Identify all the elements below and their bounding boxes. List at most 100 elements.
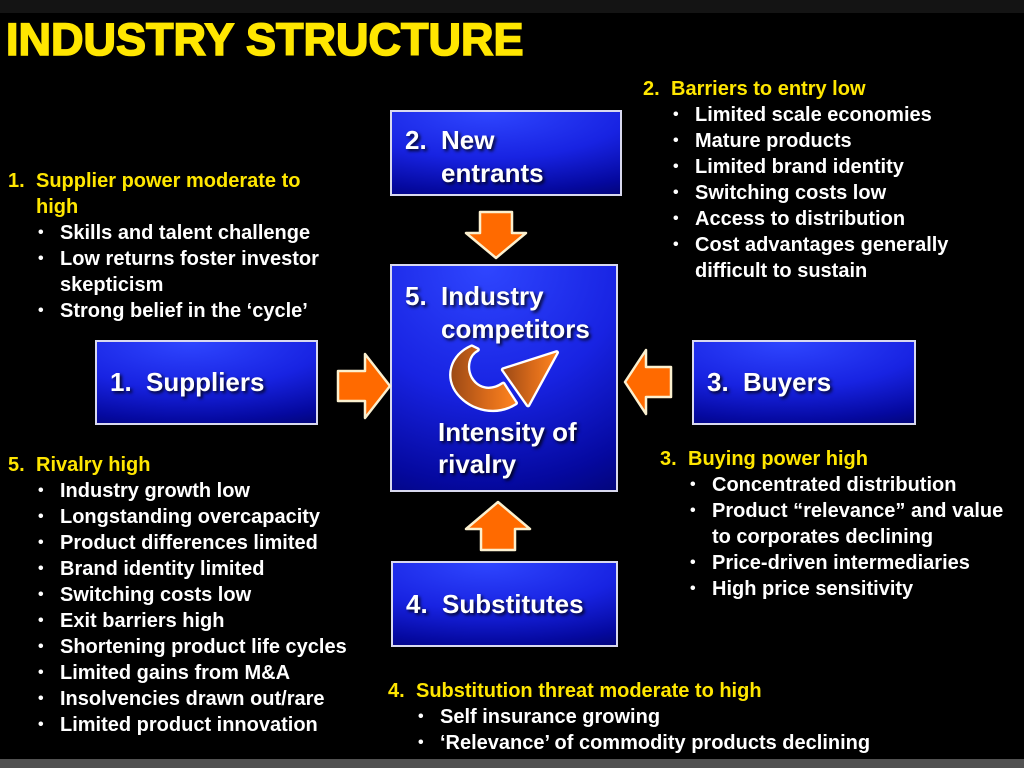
- list-item-text: Strong belief in the ‘cycle’: [60, 300, 308, 322]
- box-number: 4.: [406, 588, 428, 619]
- list-item-text: Limited product innovation: [60, 714, 318, 736]
- note-rivalry: 5. Rivalry high •Industry growth low •Lo…: [8, 452, 348, 738]
- bullet-icon: •: [38, 250, 44, 267]
- list-item-text: Switching costs low: [60, 584, 252, 606]
- box-suppliers: 1. Suppliers: [95, 340, 318, 425]
- list-item-text: Shortening product life cycles: [60, 636, 347, 658]
- list-item: • Switching costs low: [38, 582, 348, 608]
- arrow-left-icon: [623, 347, 673, 417]
- bullet-icon: •: [38, 612, 44, 629]
- note-substitution-threat: 4. Substitution threat moderate to high …: [388, 678, 1000, 756]
- note-heading-row: 4. Substitution threat moderate to high: [388, 678, 1000, 704]
- arrow-down-icon: [464, 210, 528, 260]
- list-item-text: Access to distribution: [695, 208, 906, 230]
- box-substitutes: 4. Substitutes: [391, 561, 618, 647]
- list-item: • Strong belief in the ‘cycle’: [38, 298, 330, 324]
- box-number: 5.: [405, 281, 427, 311]
- list-item: • Shortening product life cycles: [38, 634, 348, 660]
- box-label-text: Industry competitors: [441, 281, 590, 344]
- bullet-icon: •: [38, 508, 44, 525]
- bullet-icon: •: [38, 638, 44, 655]
- list-item-text: Low returns foster investor skepticism: [60, 248, 319, 296]
- box-label: 3. Buyers: [694, 366, 831, 399]
- note-heading: Barriers to entry low: [671, 78, 866, 100]
- note-heading: Substitution threat moderate to high: [416, 680, 762, 702]
- curved-rivalry-arrow-icon: [446, 342, 570, 422]
- list-item: • Low returns foster investor skepticism: [38, 246, 330, 298]
- list-item-text: Cost advantages generally difficult to s…: [695, 234, 949, 282]
- list-item-text: Limited gains from M&A: [60, 662, 291, 684]
- note-heading-row: 2. Barriers to entry low: [643, 76, 1003, 102]
- list-item-text: Brand identity limited: [60, 558, 265, 580]
- note-number: 3.: [660, 448, 677, 470]
- list-item: • Skills and talent challenge: [38, 220, 330, 246]
- box-label: 4. Substitutes: [393, 588, 584, 621]
- list-item: • Longstanding overcapacity: [38, 504, 348, 530]
- list-item-text: Self insurance growing: [440, 706, 661, 728]
- list-item-text: Switching costs low: [695, 182, 887, 204]
- note-buying-power: 3. Buying power high •Concentrated distr…: [660, 446, 1020, 602]
- box-label: 5. Industry competitors: [392, 266, 616, 346]
- slide-title: INDUSTRY STRUCTURE: [5, 13, 524, 66]
- list-item: •Limited scale economies: [673, 102, 1003, 128]
- bottom-letterbox-strip: [0, 759, 1024, 768]
- note-heading: Buying power high: [688, 448, 868, 470]
- box-label: 1. Suppliers: [97, 366, 264, 399]
- bullet-icon: •: [690, 580, 696, 597]
- bullet-icon: •: [38, 586, 44, 603]
- list-item: •Industry growth low: [38, 478, 348, 504]
- list-item: • Brand identity limited: [38, 556, 348, 582]
- list-item: •Concentrated distribution: [690, 472, 1020, 498]
- bullet-icon: •: [38, 690, 44, 707]
- note-number: 4.: [388, 680, 405, 702]
- bullet-icon: •: [673, 184, 679, 201]
- list-item-text: Longstanding overcapacity: [60, 506, 321, 528]
- bullet-icon: •: [38, 560, 44, 577]
- bullet-icon: •: [418, 734, 424, 751]
- list-item: •Limited brand identity: [673, 154, 1003, 180]
- box-label-text: Suppliers: [146, 367, 265, 397]
- bullet-icon: •: [38, 302, 44, 319]
- list-item: •‘Relevance’ of commodity products decli…: [418, 730, 1000, 756]
- list-item-text: Insolvencies drawn out/rare: [60, 688, 325, 710]
- box-number: 2.: [405, 125, 427, 155]
- arrow-up-icon: [464, 500, 532, 552]
- note-heading-row: 5. Rivalry high: [8, 452, 348, 478]
- bullet-icon: •: [690, 502, 696, 519]
- box-new-entrants: 2. New entrants: [390, 110, 622, 196]
- bullet-icon: •: [673, 236, 679, 253]
- list-item-text: High price sensitivity: [712, 578, 914, 600]
- bullet-icon: •: [673, 158, 679, 175]
- box-number: 1.: [110, 367, 132, 397]
- list-item-text: Mature products: [695, 130, 852, 152]
- note-heading: Rivalry high: [36, 454, 151, 476]
- top-letterbox-strip: [0, 0, 1024, 13]
- box-sublabel-text: Intensity of rivalry: [438, 417, 577, 479]
- bullet-icon: •: [673, 210, 679, 227]
- list-item: • Mature products: [673, 128, 1003, 154]
- bullet-icon: •: [38, 224, 44, 241]
- note-supplier-power: 1. Supplier power moderate to high • Skil…: [8, 168, 330, 324]
- note-barriers-to-entry: 2. Barriers to entry low •Limited scale …: [643, 76, 1003, 284]
- note-number: 1.: [8, 170, 25, 192]
- list-item: •Self insurance growing: [418, 704, 1000, 730]
- note-heading-row: 1. Supplier power moderate to high: [8, 168, 330, 220]
- list-item: •Product “relevance” and value to corpor…: [690, 498, 1020, 550]
- list-item: •Product differences limited: [38, 530, 348, 556]
- list-item: • Cost advantages generally difficult to …: [673, 232, 1003, 284]
- box-label-text: Substitutes: [442, 588, 584, 619]
- bullet-icon: •: [673, 132, 679, 149]
- box-label-text: New entrants: [441, 125, 544, 188]
- list-item-text: Industry growth low: [60, 480, 250, 502]
- list-item-text: Price-driven intermediaries: [712, 552, 970, 574]
- list-item-text: Exit barriers high: [60, 610, 225, 632]
- list-item: •Price-driven intermediaries: [690, 550, 1020, 576]
- box-label: 2. New entrants: [392, 112, 620, 190]
- bullet-icon: •: [673, 106, 679, 123]
- bullet-icon: •: [38, 716, 44, 733]
- bullet-icon: •: [38, 534, 44, 551]
- list-item-text: Skills and talent challenge: [60, 222, 311, 244]
- list-item-text: Concentrated distribution: [712, 474, 957, 496]
- list-item: • Insolvencies drawn out/rare: [38, 686, 348, 712]
